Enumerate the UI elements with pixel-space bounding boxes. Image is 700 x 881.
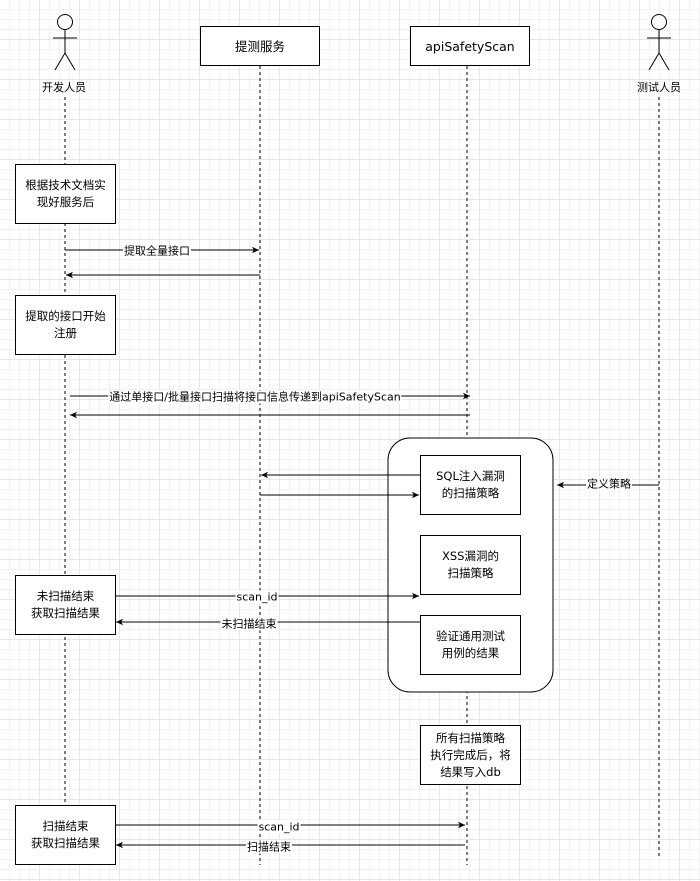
label-scan-id-1: scan_id bbox=[235, 590, 279, 604]
participant-scanner: apiSafetyScan bbox=[410, 26, 530, 66]
label-finished: 扫描结束 bbox=[246, 840, 292, 854]
label-scan-id-2: scan_id bbox=[257, 820, 301, 834]
note-start-register: 提取的接口开始 注册 bbox=[15, 295, 116, 355]
note-write-db: 所有扫描策略 执行完成后，将 结果写入db bbox=[420, 725, 521, 785]
note-unfinished-result: 未扫描结束 获取扫描结果 bbox=[15, 575, 116, 635]
note-finished-result: 扫描结束 获取扫描结果 bbox=[15, 805, 116, 865]
actor-label-tester: 测试人员 bbox=[637, 81, 681, 94]
label-not-finished: 未扫描结束 bbox=[220, 617, 278, 631]
developer-actor-icon bbox=[53, 14, 77, 71]
note-verify-cases: 验证通用测试 用例的结果 bbox=[420, 615, 521, 675]
label-extract-all: 提取全量接口 bbox=[123, 244, 191, 258]
label-pass-info: 通过单接口/批量接口扫描将接口信息传递到apiSafetyScan bbox=[108, 390, 402, 404]
label-define-strategy: 定义策略 bbox=[586, 477, 632, 491]
tester-actor-icon bbox=[647, 14, 671, 71]
actor-label-developer: 开发人员 bbox=[42, 81, 86, 94]
note-xss-strategy: XSS漏洞的 扫描策略 bbox=[420, 535, 521, 595]
note-implement-service: 根据技术文档实 现好服务后 bbox=[15, 164, 116, 224]
participant-extract-service: 提测服务 bbox=[200, 26, 320, 66]
note-sql-strategy: SQL注入漏洞 的扫描策略 bbox=[420, 455, 521, 515]
